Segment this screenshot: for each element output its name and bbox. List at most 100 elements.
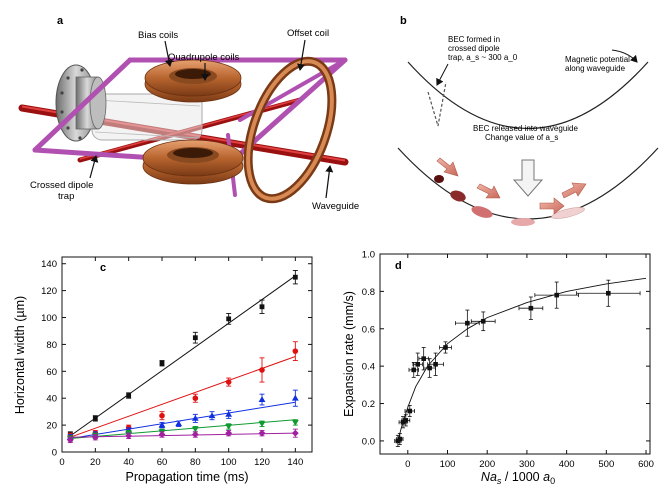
chart-d-frame bbox=[379, 253, 651, 455]
data-point bbox=[400, 419, 406, 425]
label-crossed-dipole-1: Crossed dipole bbox=[30, 180, 93, 191]
data-point-series-0 bbox=[92, 415, 98, 421]
y-tick-label: 0.6 bbox=[362, 324, 375, 335]
y-tick-label: 0 bbox=[52, 448, 57, 459]
down-arrow bbox=[512, 159, 544, 197]
data-point bbox=[403, 418, 409, 423]
chart-c-ylabel: Horizontal width (µm) bbox=[13, 296, 27, 414]
panel-a-pointers bbox=[89, 39, 334, 199]
fit-line-series-3 bbox=[70, 419, 296, 440]
data-point bbox=[554, 292, 559, 298]
data-point bbox=[606, 290, 611, 296]
y-tick-label: 40 bbox=[46, 394, 57, 405]
data-point bbox=[397, 436, 403, 442]
data-point-series-1 bbox=[159, 412, 165, 419]
label-crossed-dipole-2: trap bbox=[58, 191, 74, 202]
x-tick-label: 300 bbox=[519, 459, 535, 470]
label-bec-formed-1: BEC formed in bbox=[448, 35, 500, 44]
data-point-series-2 bbox=[291, 394, 299, 401]
data-point bbox=[443, 345, 448, 350]
panel-label-a: a bbox=[57, 15, 64, 27]
offset-coil bbox=[243, 56, 337, 204]
y-tick-label: 140 bbox=[41, 259, 57, 270]
data-point-series-3 bbox=[291, 420, 299, 426]
data-point bbox=[415, 361, 421, 367]
data-point bbox=[427, 365, 432, 371]
fit-line-series-4 bbox=[70, 432, 296, 438]
x-tick-label: 60 bbox=[157, 457, 168, 468]
x-tick-label: 0 bbox=[405, 459, 410, 470]
chart-d-ylabel: Expansion rate (mm/s) bbox=[342, 291, 356, 417]
motion-arrows bbox=[436, 157, 587, 215]
data-point-series-0 bbox=[259, 304, 265, 310]
data-point-series-4 bbox=[66, 436, 74, 444]
data-point-series-4 bbox=[291, 429, 299, 437]
label-bec-formed-2: crossed dipole bbox=[448, 44, 500, 53]
x-tick-label: 80 bbox=[190, 457, 201, 468]
y-tick-label: 0.8 bbox=[362, 287, 375, 298]
y-tick-label: 100 bbox=[41, 313, 57, 324]
y-tick-label: 0.2 bbox=[362, 399, 375, 410]
chart-c-plot bbox=[66, 269, 299, 444]
data-point-series-2 bbox=[191, 414, 199, 421]
bec-clouds bbox=[434, 175, 585, 226]
data-point-series-1 bbox=[192, 395, 199, 402]
x-tick-label: 140 bbox=[287, 457, 303, 468]
data-point-series-0 bbox=[226, 316, 232, 322]
data-point-series-2 bbox=[225, 410, 233, 417]
fit-line-series-1 bbox=[70, 356, 296, 438]
data-point bbox=[433, 361, 438, 367]
data-point-series-0 bbox=[126, 393, 132, 398]
x-tick-label: 500 bbox=[598, 459, 614, 470]
chart-c-frame bbox=[61, 256, 313, 453]
data-point-series-1 bbox=[225, 379, 232, 385]
label-released-1: BEC released into waveguide bbox=[473, 124, 579, 133]
panel-label-c: c bbox=[100, 262, 106, 274]
data-point-series-2 bbox=[158, 421, 166, 428]
x-tick-label: 100 bbox=[221, 457, 237, 468]
data-point-series-0 bbox=[192, 335, 198, 341]
label-offset-coil: Offset coil bbox=[287, 28, 329, 39]
y-tick-label: 1.0 bbox=[362, 250, 375, 261]
data-point bbox=[411, 367, 417, 373]
dipole-dimple bbox=[427, 81, 447, 127]
x-tick-label: 100 bbox=[440, 459, 456, 470]
x-tick-label: 120 bbox=[254, 457, 270, 468]
data-point-series-0 bbox=[292, 274, 298, 280]
data-point-series-3 bbox=[225, 424, 233, 430]
label-bias-coils: Bias coils bbox=[138, 30, 178, 41]
fit-curve bbox=[397, 277, 647, 442]
y-tick-label: 60 bbox=[46, 367, 57, 378]
x-tick-label: 20 bbox=[90, 457, 101, 468]
label-magnetic-2: along waveguide bbox=[565, 64, 626, 73]
panel-b: b BEC formed in crossed dipole trap, a_s… bbox=[397, 15, 659, 226]
y-tick-label: 20 bbox=[46, 421, 57, 432]
data-point-series-3 bbox=[258, 421, 266, 428]
panel-label-b: b bbox=[400, 15, 407, 27]
data-point-series-1 bbox=[292, 348, 299, 354]
data-point-series-4 bbox=[125, 432, 133, 440]
label-quadrupole-coils: Quadrupole coils bbox=[168, 52, 240, 63]
label-magnetic-1: Magnetic potential bbox=[565, 55, 630, 64]
y-tick-label: 0.0 bbox=[362, 436, 375, 447]
data-point-series-4 bbox=[158, 431, 166, 438]
data-point-series-3 bbox=[191, 426, 199, 433]
glass-cell bbox=[91, 93, 203, 141]
data-point-series-1 bbox=[259, 367, 265, 373]
x-tick-label: 600 bbox=[638, 459, 654, 470]
data-point bbox=[480, 318, 486, 324]
y-tick-label: 120 bbox=[41, 286, 57, 297]
chart-d-xlabel: Nas / 1000 a0 bbox=[481, 470, 555, 486]
data-point-series-0 bbox=[159, 360, 165, 366]
data-point bbox=[421, 356, 426, 361]
chart-d-plot bbox=[394, 277, 647, 447]
label-released-2: Change value of a_s bbox=[485, 133, 558, 142]
fit-line-series-2 bbox=[70, 401, 296, 440]
data-point-series-4 bbox=[258, 429, 266, 437]
data-point-series-2 bbox=[208, 412, 216, 419]
panel-label-d: d bbox=[395, 260, 402, 272]
